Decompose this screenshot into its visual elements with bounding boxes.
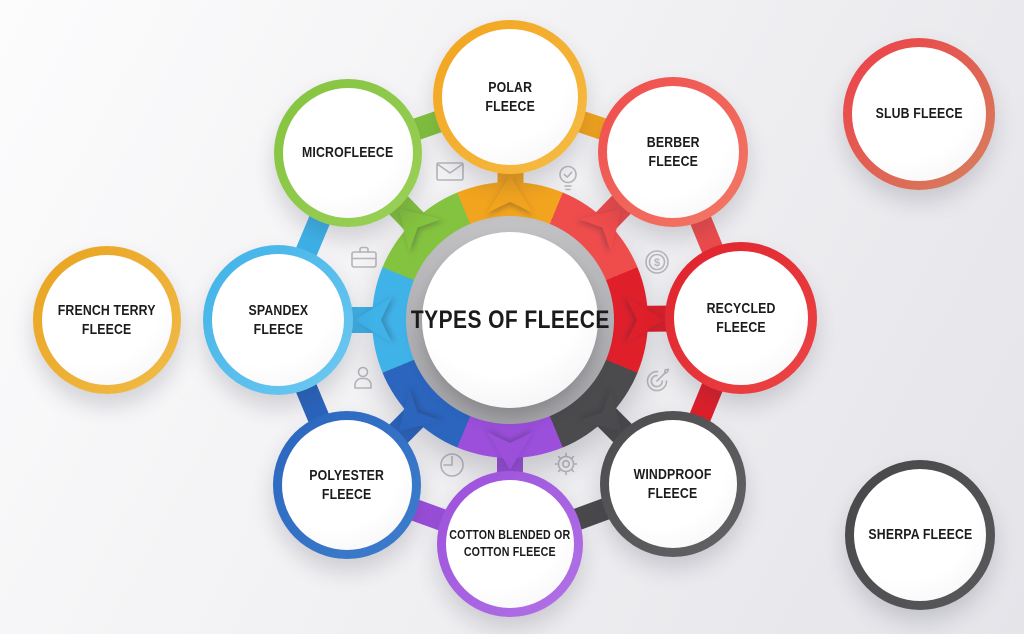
- node-micro: MICROFLEECE: [274, 79, 422, 227]
- svg-text:$: $: [654, 257, 660, 269]
- node-fill: [854, 469, 986, 601]
- node-sherpa: SHERPA FLEECE: [845, 460, 995, 610]
- lightbulb-icon: [552, 162, 584, 194]
- node-fill: [42, 255, 172, 385]
- hub-center-circle: TYPES OF FLEECE: [411, 232, 609, 408]
- arrowhead-berber: [578, 192, 638, 252]
- node-fill: [442, 29, 578, 165]
- node-fill: [283, 88, 413, 218]
- node-fill: [607, 86, 739, 218]
- arrowhead-spandex: [354, 297, 392, 343]
- dollar-coin-icon: $: [641, 246, 673, 278]
- node-label-slub: SLUB FLEECE: [875, 105, 963, 123]
- envelope-icon: [434, 155, 466, 187]
- node-fill: [446, 480, 574, 608]
- arrowhead-cotton: [487, 432, 533, 470]
- gear-icon: [550, 448, 582, 480]
- arrowhead-polyester: [383, 387, 443, 447]
- node-label-sherpa: SHERPA FLEECE: [868, 526, 972, 544]
- node-slub: SLUB FLEECE: [843, 38, 995, 190]
- arrowhead-recycled: [626, 297, 664, 343]
- arrowhead-windproof: [578, 388, 637, 447]
- target-icon: [641, 364, 673, 396]
- user-icon: [347, 362, 379, 394]
- node-fill: [609, 420, 737, 548]
- node-fill: [852, 47, 986, 181]
- node-fill: [282, 420, 412, 550]
- briefcase-icon: [348, 242, 380, 274]
- arrowhead-polar: [487, 175, 533, 213]
- clock-icon: [436, 449, 468, 481]
- hub-title: TYPES OF FLEECE: [410, 305, 610, 334]
- arrowhead-micro: [382, 192, 442, 252]
- node-fill: [212, 254, 344, 386]
- node-fill: [674, 251, 808, 385]
- node-label-micro: MICROFLEECE: [302, 144, 394, 162]
